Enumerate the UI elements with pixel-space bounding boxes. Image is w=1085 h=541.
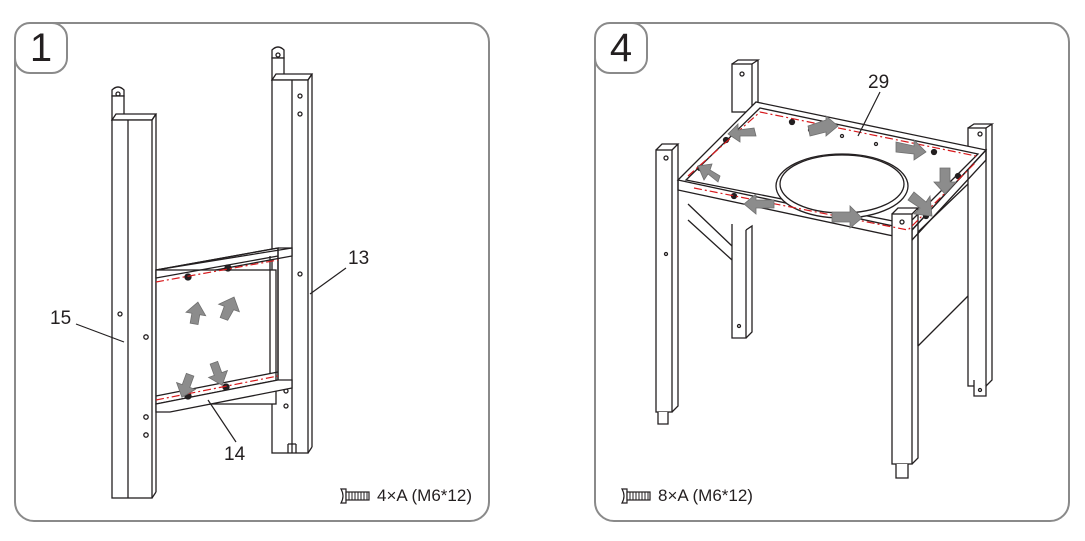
step-number-badge: 4: [594, 22, 648, 74]
arrow-icon: [697, 163, 721, 183]
arrow-icon: [933, 167, 957, 195]
back-right-post: [967, 123, 995, 397]
hardware-note: 8×A (M6*12): [620, 486, 753, 506]
arrow-icon: [185, 301, 207, 325]
step-number: 4: [609, 25, 633, 70]
left-leg-part-15: [110, 86, 158, 499]
screw-icon: [339, 488, 370, 504]
step-4-illustration: 29: [655, 59, 995, 479]
step-1-illustration: 15 13 14: [50, 46, 369, 499]
screw-icon: [620, 488, 651, 504]
arrow-icon: [175, 372, 197, 398]
hardware-note: 4×A (M6*12): [339, 486, 472, 506]
assembly-dash-lines: [687, 111, 977, 231]
arrow-icons: [175, 296, 241, 398]
arrow-icon: [831, 205, 863, 229]
arrow-icon: [807, 115, 839, 137]
arrow-icon: [207, 360, 229, 386]
front-right-leg: [891, 207, 920, 479]
arrow-icon: [907, 191, 933, 217]
hardware-quantity: 4×A (M6*12): [377, 486, 472, 505]
label-13: 13: [348, 248, 369, 269]
arrow-icon: [895, 139, 927, 161]
label-14: 14: [224, 444, 246, 465]
arrow-icon: [743, 193, 775, 215]
label-15: 15: [50, 308, 71, 329]
arrow-icon: [727, 123, 757, 143]
step-number: 1: [29, 25, 53, 70]
arrow-icons: [697, 115, 957, 229]
callout-leader: [857, 91, 881, 137]
step-number-badge: 1: [14, 22, 68, 74]
arrow-icon: [217, 296, 241, 321]
label-29: 29: [868, 72, 889, 93]
callout-leaders: [75, 267, 347, 443]
step-1-panel: 1: [14, 22, 490, 522]
step-4-panel: 4: [594, 22, 1070, 522]
rear-legs: [687, 183, 969, 347]
assembly-dash-lines: [155, 259, 279, 401]
hardware-quantity: 8×A (M6*12): [658, 486, 753, 505]
front-left-leg: [655, 143, 680, 425]
